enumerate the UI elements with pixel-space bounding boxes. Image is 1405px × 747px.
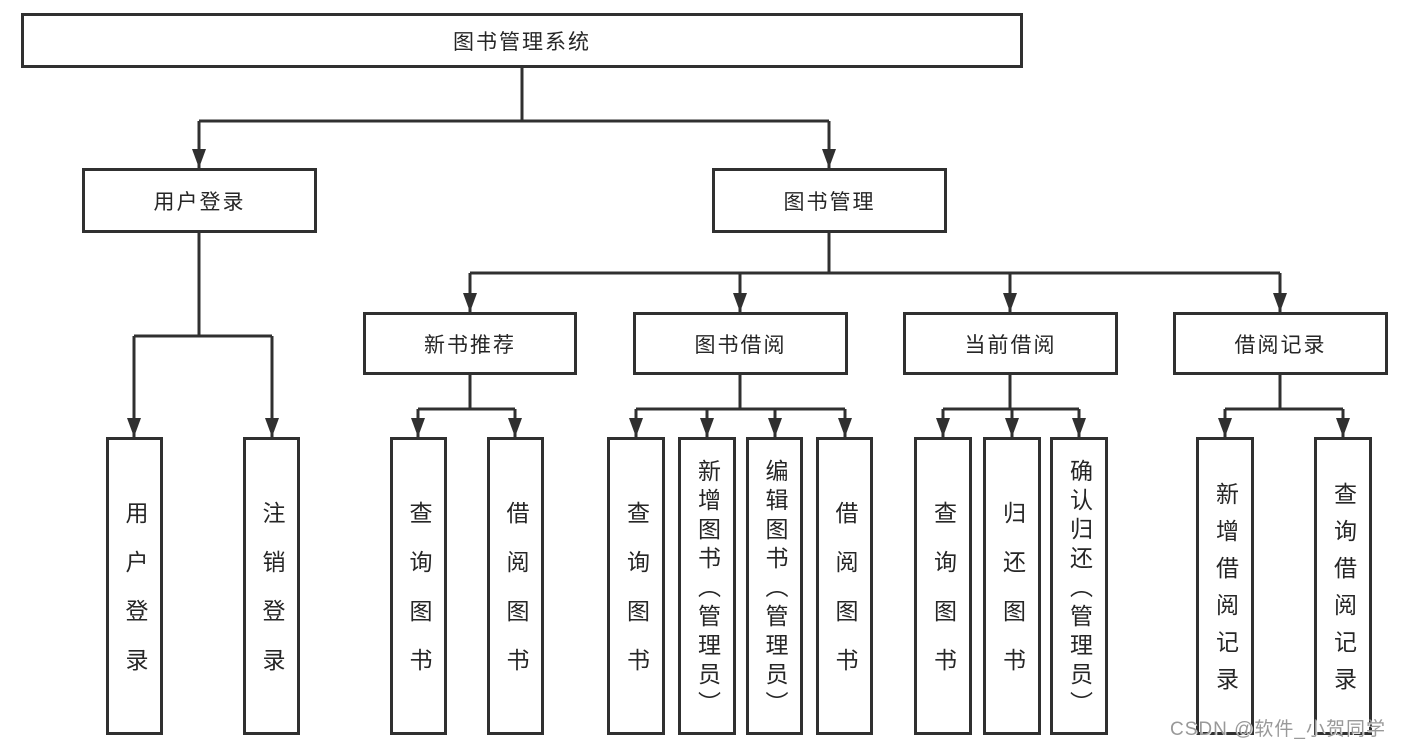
node-label: 注销登录 <box>259 501 285 697</box>
node-label: 编辑图书（管理员） <box>762 458 788 720</box>
node-new-book-recommend: 新书推荐 <box>363 312 577 375</box>
leaf-return-book: 归还图书 <box>983 437 1041 735</box>
node-label: 用户登录 <box>122 501 148 697</box>
node-label: 新增借阅记录 <box>1212 482 1239 704</box>
node-label: 图书管理系统 <box>453 30 591 54</box>
leaf-query-book-current: 查询图书 <box>914 437 972 735</box>
node-book-management: 图书管理 <box>712 168 947 233</box>
leaf-borrow-book: 借阅图书 <box>816 437 873 735</box>
node-current-borrow: 当前借阅 <box>903 312 1118 375</box>
node-label: 图书管理 <box>783 190 876 214</box>
node-label: 查询图书 <box>930 501 957 697</box>
leaf-user-login: 用户登录 <box>106 437 163 735</box>
leaf-logout: 注销登录 <box>243 437 300 735</box>
node-label: 查询图书 <box>623 501 650 697</box>
node-borrow-records: 借阅记录 <box>1173 312 1388 375</box>
node-library-system: 图书管理系统 <box>21 13 1023 68</box>
leaf-add-borrow-record: 新增借阅记录 <box>1196 437 1254 735</box>
node-label: 借阅图书 <box>503 501 529 697</box>
node-label: 图书借阅 <box>694 333 787 357</box>
node-label: 归还图书 <box>999 501 1026 697</box>
node-label: 确认归还（管理员） <box>1066 458 1093 720</box>
node-label: 查询图书 <box>406 501 432 697</box>
node-label: 用户登录 <box>153 190 246 214</box>
node-label: 新书推荐 <box>424 333 516 357</box>
node-label: 借阅记录 <box>1234 333 1327 357</box>
node-label: 查询借阅记录 <box>1330 482 1357 704</box>
node-label: 当前借阅 <box>964 333 1057 357</box>
node-label: 新增图书（管理员） <box>694 458 721 720</box>
leaf-confirm-return-admin: 确认归还（管理员） <box>1050 437 1108 735</box>
leaf-add-book-admin: 新增图书（管理员） <box>678 437 736 735</box>
node-label: 借阅图书 <box>832 501 858 697</box>
node-book-borrow: 图书借阅 <box>633 312 848 375</box>
leaf-query-borrow-record: 查询借阅记录 <box>1314 437 1372 735</box>
watermark: CSDN @软件_小贺同学 <box>1170 719 1386 740</box>
leaf-borrow-book-recommend: 借阅图书 <box>487 437 544 735</box>
leaf-query-book-borrow: 查询图书 <box>607 437 665 735</box>
connector-path <box>132 68 1345 437</box>
leaf-edit-book-admin: 编辑图书（管理员） <box>746 437 803 735</box>
leaf-query-book-recommend: 查询图书 <box>390 437 447 735</box>
node-user-login: 用户登录 <box>82 168 317 233</box>
